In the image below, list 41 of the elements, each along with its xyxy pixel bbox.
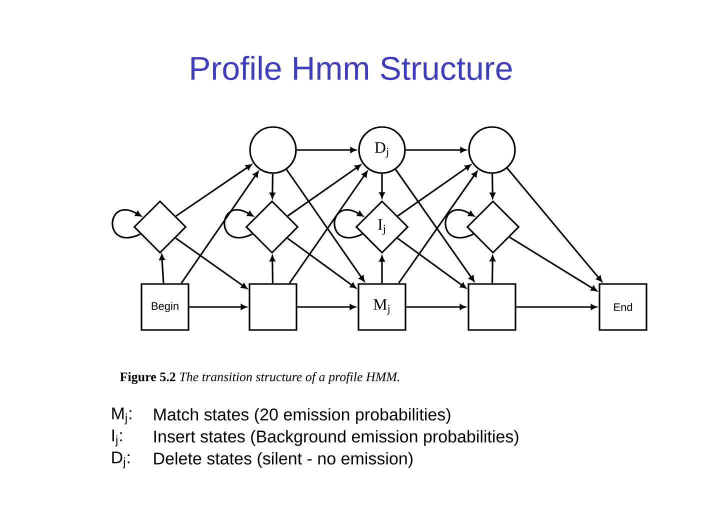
title: Profile Hmm Structure	[191, 56, 512, 80]
arrow	[287, 238, 356, 288]
self-loop-arrow	[334, 209, 364, 238]
arrow	[490, 174, 496, 198]
legend-description: Delete states (silent - no emission)	[154, 452, 412, 468]
arrow	[490, 256, 496, 284]
arrow	[379, 256, 385, 284]
state-box: Begin	[140, 283, 190, 331]
arrow	[297, 304, 356, 310]
state-box: End	[598, 283, 648, 331]
arrow	[176, 164, 252, 217]
arrow	[516, 304, 597, 310]
arrow	[189, 304, 247, 310]
arrow	[180, 171, 259, 284]
arrow	[175, 237, 248, 289]
legend-key: M$_{j}$:	[112, 408, 132, 424]
state-box	[248, 283, 298, 331]
arrow	[379, 174, 385, 198]
arrow	[270, 256, 276, 284]
self-loop-arrow	[224, 209, 254, 238]
state-circle	[468, 126, 516, 174]
legend-key: I$_{j}$:	[112, 430, 122, 446]
arrow	[509, 236, 598, 292]
legend-description: Match states (20 emission probabilities)	[154, 408, 450, 424]
self-loop-arrow	[444, 209, 474, 238]
legend-key: D$_{j}$:	[112, 452, 130, 468]
arrow	[397, 164, 471, 217]
arrow	[270, 174, 276, 198]
arrow	[159, 254, 165, 284]
state-circle	[249, 126, 297, 174]
state-box	[468, 283, 516, 331]
legend-description: Insert states (Background emission probabilities)	[154, 430, 518, 446]
self-loop-arrow	[112, 209, 142, 238]
arrow	[506, 168, 602, 282]
arrow	[406, 304, 466, 310]
caption: Figure 5.2 The transition structure of a profile HMM.	[120, 372, 400, 384]
arrow	[287, 164, 361, 217]
arrow	[296, 147, 356, 153]
state-box: M$_{j}$	[358, 283, 406, 331]
arrow	[397, 238, 466, 288]
arrow	[406, 147, 466, 153]
